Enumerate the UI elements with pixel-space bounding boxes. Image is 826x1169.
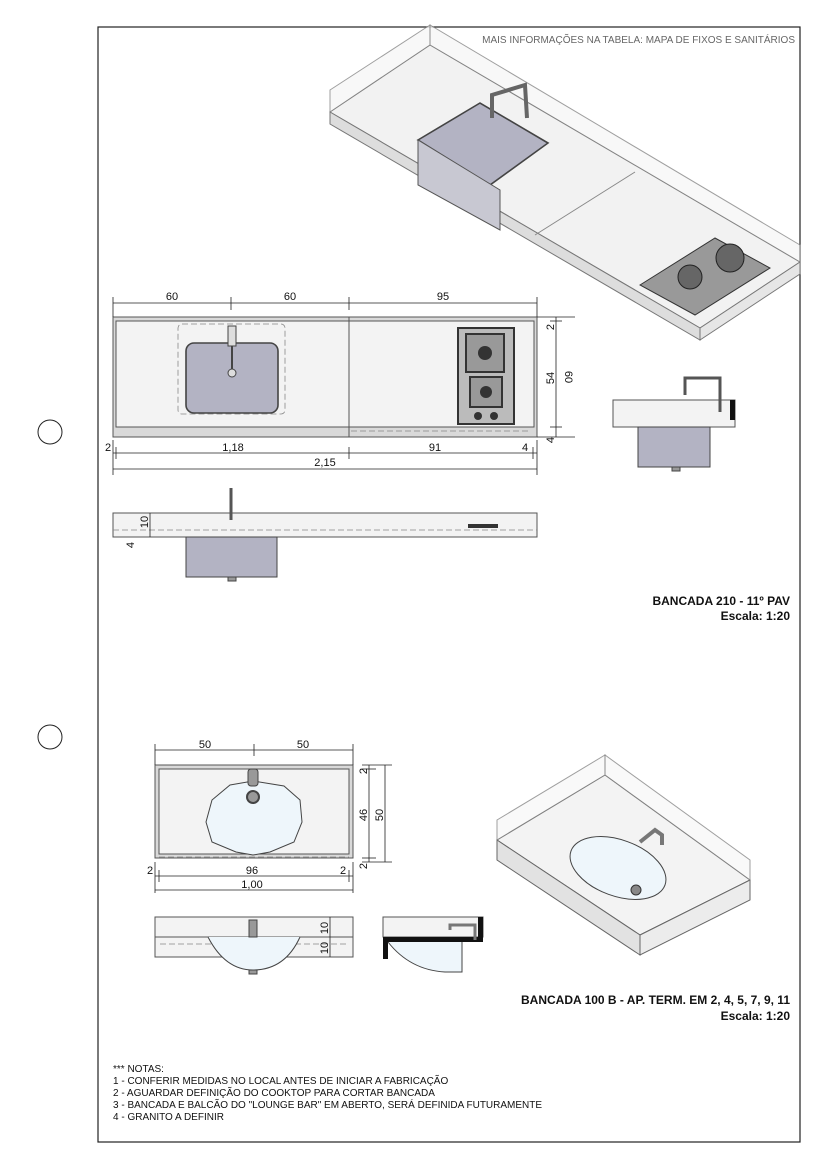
dimension-label: 54 [545,372,557,384]
dimension-label: 2 [545,324,557,330]
bancada-210-isometric [329,24,801,341]
note-item: 1 - CONFERIR MEDIDAS NO LOCAL ANTES DE I… [113,1074,448,1087]
dimension-label: 96 [246,865,258,877]
dimension-label: 2 [340,865,346,877]
dimension-label: 60 [562,371,574,383]
bancada-210-scale: Escala: 1:20 [721,609,791,623]
bancada-100b-isometric [496,754,751,956]
dimension-label: 50 [297,739,309,751]
dimension-label: 91 [429,442,441,454]
dimension-label: 10 [139,516,151,528]
notes-heading: *** NOTAS: [113,1064,164,1075]
bancada-210-elevation: 10 4 [112,488,538,582]
bancada-100b-section [382,916,484,973]
header-note: MAIS INFORMAÇÕES NA TABELA: MAPA DE FIXO… [482,33,795,46]
dimension-label: 1,00 [241,879,262,891]
dimension-label: 10 [319,922,331,934]
note-item: 4 - GRANITO A DEFINIR [113,1112,224,1123]
dimension-label: 4 [125,542,137,548]
bancada-100b-scale: Escala: 1:20 [721,1009,791,1023]
dimension-label: 2,15 [314,457,335,469]
dimension-label: 50 [199,739,211,751]
bancada-210-section [612,376,736,472]
dimension-label: 2 [105,442,111,454]
notes: *** NOTAS: 1 - CONFERIR MEDIDAS NO LOCAL… [113,1064,542,1123]
dimension-label: 2 [358,768,370,774]
dimension-label: 4 [545,437,557,443]
dimension-label: 46 [358,809,370,821]
sheet-border [97,26,801,1143]
bancada-100b-elevation: 10 10 [154,916,354,975]
binder-hole [37,724,63,750]
binder-hole [37,419,63,445]
dimension-label: 10 [319,942,331,954]
note-item: 3 - BANCADA E BALCÃO DO "LOUNGE BAR" EM … [113,1098,542,1111]
dimension-label: 60 [284,291,296,303]
bancada-210-title: BANCADA 210 - 11º PAV [652,594,790,608]
dimension-label: 50 [374,809,386,821]
dimension-label: 2 [358,863,370,869]
dimension-label: 4 [522,442,528,454]
dimension-label: 2 [147,865,153,877]
dimension-label: 60 [166,291,178,303]
dimension-label: 95 [437,291,449,303]
note-item: 2 - AGUARDAR DEFINIÇÃO DO COOKTOP PARA C… [113,1086,435,1099]
dimension-label: 1,18 [222,442,243,454]
bancada-100b-plan: 50 50 2 96 2 1,00 2 46 2 50 [147,739,392,893]
bancada-100b-title: BANCADA 100 B - AP. TERM. EM 2, 4, 5, 7,… [521,993,790,1007]
bancada-210-dimensions: 60 60 95 2 1,18 91 4 2,15 2 54 4 60 [105,291,575,475]
bancada-210-plan [112,316,538,438]
